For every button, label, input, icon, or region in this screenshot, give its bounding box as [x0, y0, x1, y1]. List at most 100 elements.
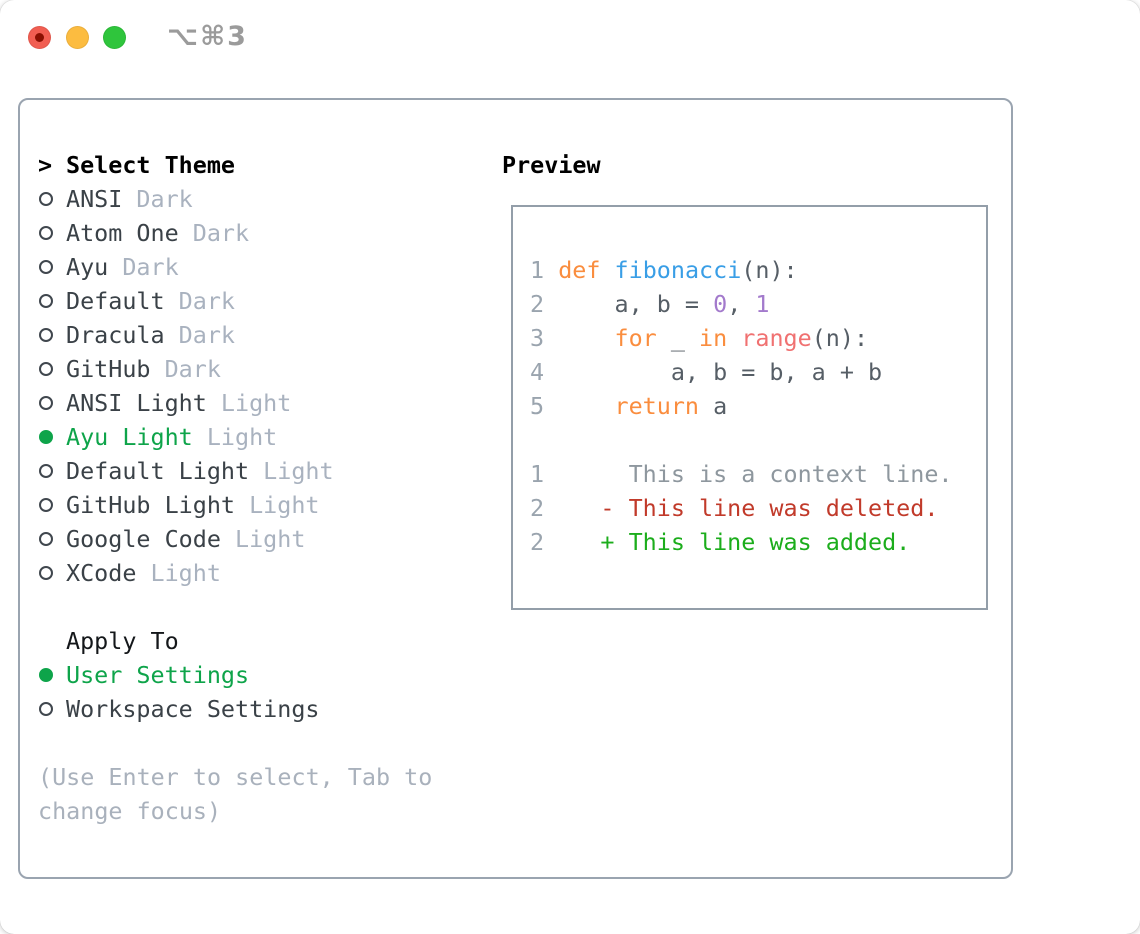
theme-option[interactable]: XCode Light	[38, 556, 432, 590]
theme-option[interactable]: ANSI Dark	[38, 182, 432, 216]
code-token: _	[656, 324, 700, 352]
code-token: fibonacci	[614, 256, 742, 284]
code-line: 2 + This line was added.	[530, 525, 986, 559]
code-line: 5 return a	[530, 389, 986, 423]
option-label: Ayu	[66, 253, 109, 281]
option-variant-label: Dark	[122, 185, 193, 213]
code-token: (n):	[741, 256, 798, 284]
option-variant-label: Dark	[164, 321, 235, 349]
theme-option[interactable]: Default Dark	[38, 284, 432, 318]
line-number: 2	[530, 528, 545, 556]
radio-icon	[39, 362, 53, 376]
radio-icon	[39, 532, 53, 546]
gutter	[38, 464, 66, 478]
line-number: 1	[530, 256, 545, 284]
code-token	[727, 324, 741, 352]
theme-option[interactable]: Google Code Light	[38, 522, 432, 556]
gutter	[38, 226, 66, 240]
option-label: Workspace Settings	[66, 695, 320, 723]
radio-selected-icon	[39, 430, 53, 444]
preview-title: Preview	[502, 151, 601, 179]
theme-option[interactable]: GitHub Light Light	[38, 488, 432, 522]
code-token: - This line was deleted.	[544, 494, 939, 522]
theme-option[interactable]: Atom One Dark	[38, 216, 432, 250]
option-label: User Settings	[66, 661, 250, 689]
radio-icon	[39, 328, 53, 342]
theme-option[interactable]: Default Light Light	[38, 454, 432, 488]
code-token: range	[741, 324, 812, 352]
radio-icon	[39, 294, 53, 308]
radio-icon	[39, 260, 53, 274]
theme-option[interactable]: GitHub Dark	[38, 352, 432, 386]
close-button[interactable]	[28, 26, 51, 49]
code-token: in	[699, 324, 728, 352]
option-variant-label: Light	[220, 525, 306, 553]
apply-target-option[interactable]: User Settings	[38, 658, 432, 692]
minimize-button[interactable]	[66, 26, 89, 49]
code-token	[544, 324, 614, 352]
line-number: 2	[530, 494, 545, 522]
option-variant-label: Light	[136, 559, 221, 587]
option-label: Atom One	[66, 219, 179, 247]
apply-target-option[interactable]: Workspace Settings	[38, 692, 432, 726]
option-label: Dracula	[66, 321, 165, 349]
code-token	[544, 392, 614, 420]
gutter	[38, 396, 66, 410]
option-label: XCode	[66, 559, 137, 587]
select-theme-title: Select Theme	[66, 151, 235, 179]
gutter	[38, 532, 66, 546]
code-token: a, b =	[544, 290, 714, 318]
gutter	[38, 430, 66, 444]
code-token: 1	[755, 290, 770, 318]
code-line: 2 - This line was deleted.	[530, 491, 986, 525]
line-number: 4	[530, 358, 545, 386]
gutter	[38, 702, 66, 716]
code-line: 4 a, b = b, a + b	[530, 355, 986, 389]
option-label: ANSI Light	[66, 389, 207, 417]
theme-option[interactable]: Dracula Dark	[38, 318, 432, 352]
option-label: Default Light	[66, 457, 250, 485]
line-number: 5	[530, 392, 545, 420]
zoom-button[interactable]	[103, 26, 126, 49]
apply-to-header: Apply To	[38, 624, 432, 658]
gutter	[38, 192, 66, 206]
option-label: Ayu Light	[66, 423, 193, 451]
radio-icon	[39, 566, 53, 580]
gutter	[38, 566, 66, 580]
gutter	[38, 260, 66, 274]
line-number: 1	[530, 460, 545, 488]
code-line	[530, 423, 986, 457]
code-line: 1 def fibonacci(n):	[530, 253, 986, 287]
code-token: This is a context line.	[544, 460, 953, 488]
option-label: GitHub	[66, 355, 151, 383]
code-token: for	[614, 324, 657, 352]
radio-icon	[39, 192, 53, 206]
window-title: ⌥⌘3	[167, 21, 248, 52]
radio-icon	[39, 702, 53, 716]
line-number: 2	[530, 290, 545, 318]
code-token: a, b = b, a + b	[544, 358, 883, 386]
code-token	[600, 256, 614, 284]
option-variant-label: Dark	[164, 287, 235, 315]
radio-selected-icon	[39, 668, 53, 682]
select-theme-header: > Select Theme	[38, 148, 432, 182]
option-label: Google Code	[66, 525, 221, 553]
option-label: ANSI	[66, 185, 123, 213]
option-variant-label: Light	[192, 423, 278, 451]
option-variant-label: Light	[235, 491, 320, 519]
code-token: 0	[713, 290, 728, 318]
apply-to-title: Apply To	[66, 627, 179, 655]
spacer	[38, 726, 432, 760]
theme-option[interactable]: Ayu Dark	[38, 250, 432, 284]
code-line: 3 for _ in range(n):	[530, 321, 986, 355]
code-token	[544, 256, 558, 284]
option-label: GitHub Light	[66, 491, 235, 519]
theme-option[interactable]: ANSI Light Light	[38, 386, 432, 420]
code-line: 2 a, b = 0, 1	[530, 287, 986, 321]
code-line: 1 This is a context line.	[530, 457, 986, 491]
theme-option[interactable]: Ayu Light Light	[38, 420, 432, 454]
code-token: ,	[727, 290, 756, 318]
